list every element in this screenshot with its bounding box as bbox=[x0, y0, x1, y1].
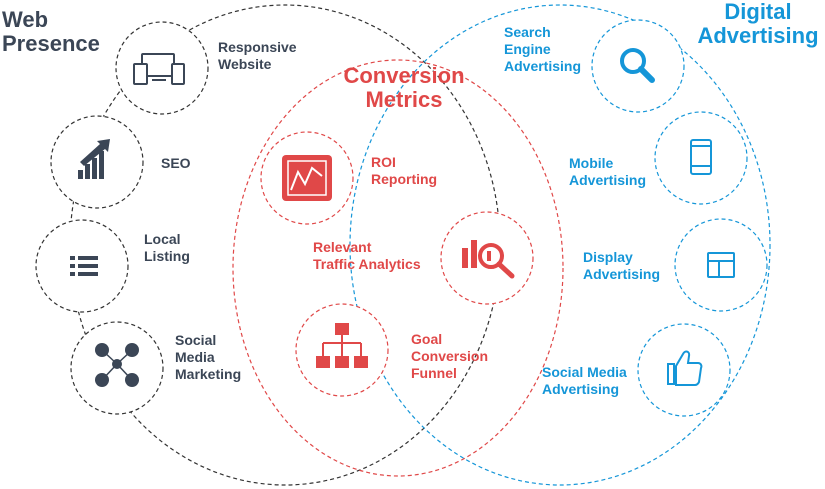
relevant-traffic-analytics-node bbox=[440, 211, 534, 305]
seo-label: SEO bbox=[161, 155, 191, 171]
seo-node bbox=[50, 115, 144, 209]
thumbs-up-icon bbox=[667, 350, 703, 386]
roi-reporting-node bbox=[260, 131, 354, 225]
growth-chart-icon bbox=[78, 139, 110, 179]
line-chart-icon bbox=[282, 155, 332, 201]
social-media-marketing-label: Social Media Marketing bbox=[175, 332, 242, 382]
goal-conversion-funnel-node bbox=[295, 303, 389, 397]
goal-conversion-funnel-label: Goal Conversion Funnel bbox=[411, 331, 489, 381]
smartphone-icon bbox=[690, 139, 712, 175]
social-media-advertising-node bbox=[637, 323, 731, 417]
relevant-traffic-analytics-label: Relevant Traffic Analytics bbox=[313, 239, 421, 272]
list-icon bbox=[70, 256, 98, 276]
responsive-website-node bbox=[115, 21, 209, 115]
mobile-advertising-label: Mobile Advertising bbox=[569, 155, 647, 188]
conversion-metrics-title: Conversion Metrics bbox=[343, 63, 465, 112]
digital-advertising-title: Digital Advertising bbox=[697, 0, 819, 48]
digital-advertising-ellipse bbox=[349, 4, 771, 486]
mobile-advertising-node bbox=[654, 111, 748, 205]
web-presence-title: Web Presence bbox=[2, 7, 100, 56]
display-advertising-label: Display Advertising bbox=[583, 249, 661, 282]
layout-icon bbox=[707, 252, 735, 278]
social-media-marketing-node bbox=[70, 321, 164, 415]
conversion-metrics-ellipse bbox=[232, 59, 564, 477]
responsive-website-label: Responsive Website bbox=[218, 39, 297, 72]
funnel-hierarchy-icon bbox=[316, 323, 368, 368]
social-media-advertising-label: Social Media Advertising bbox=[542, 364, 627, 397]
analytics-search-icon bbox=[462, 240, 515, 279]
devices-icon bbox=[133, 53, 185, 85]
local-listing-label: Local Listing bbox=[144, 231, 190, 264]
display-advertising-node bbox=[674, 218, 768, 312]
magnifier-icon bbox=[620, 48, 655, 83]
roi-reporting-label: ROI Reporting bbox=[371, 154, 438, 187]
social-network-icon bbox=[95, 343, 139, 387]
search-engine-advertising-label: Search Engine Advertising bbox=[504, 24, 582, 74]
search-engine-advertising-node bbox=[591, 19, 685, 113]
local-listing-node bbox=[35, 219, 129, 313]
